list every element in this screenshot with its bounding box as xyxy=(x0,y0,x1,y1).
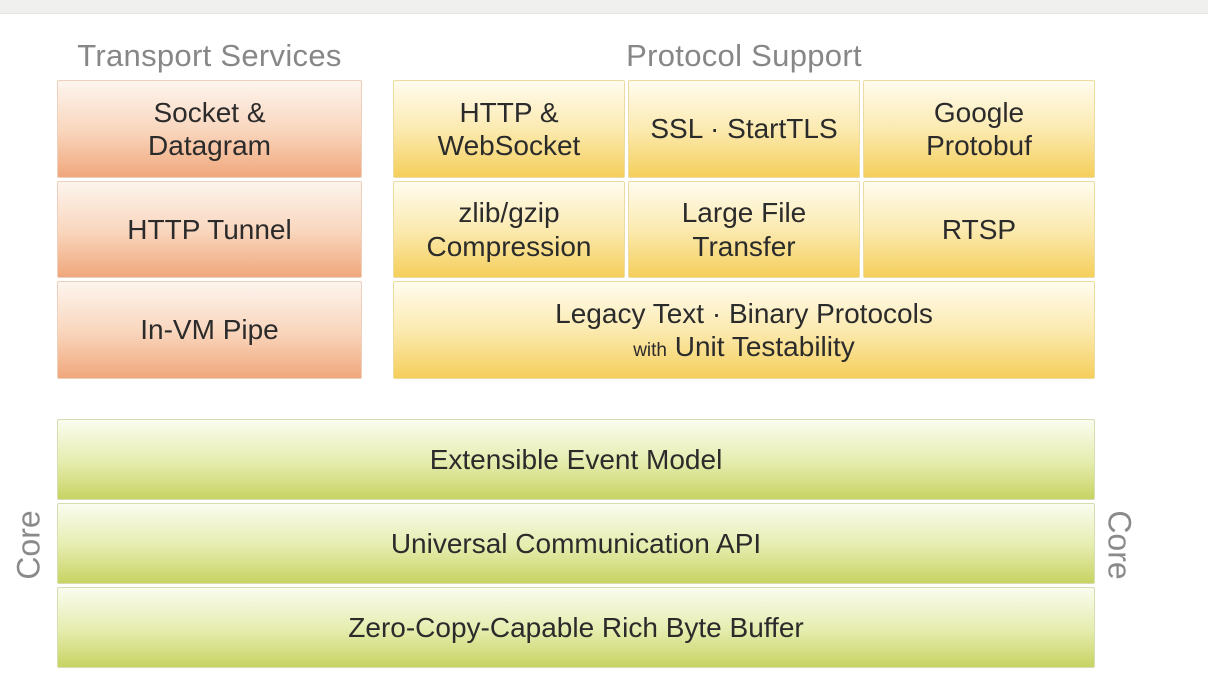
core-box-zero-copy-byte-buffer: Zero-Copy-Capable Rich Byte Buffer xyxy=(57,587,1095,668)
protocol-box-rtsp: RTSP xyxy=(863,181,1095,278)
core-label-left: Core xyxy=(10,510,47,580)
legacy-line2: with Unit Testability xyxy=(555,330,933,363)
window-top-strip xyxy=(0,0,1208,14)
box-label: Socket & Datagram xyxy=(148,96,271,161)
box-label: In-VM Pipe xyxy=(140,314,279,346)
box-label: Universal Communication API xyxy=(390,527,762,559)
box-label: Google Protobuf xyxy=(926,96,1032,161)
box-label: HTTP & WebSocket xyxy=(437,96,581,161)
protocol-box-large-file-transfer: Large File Transfer xyxy=(628,181,860,278)
box-label: RTSP xyxy=(941,213,1017,245)
protocol-box-http-websocket: HTTP & WebSocket xyxy=(393,80,625,178)
transport-box-http-tunnel: HTTP Tunnel xyxy=(57,181,362,278)
transport-box-in-vm-pipe: In-VM Pipe xyxy=(57,281,362,379)
box-label: Extensible Event Model xyxy=(429,443,723,475)
transport-box-socket-datagram: Socket & Datagram xyxy=(57,80,362,178)
legacy-line1: Legacy Text · Binary Protocols xyxy=(555,297,933,329)
protocol-box-zlib-gzip-compression: zlib/gzip Compression xyxy=(393,181,625,278)
transport-services-heading: Transport Services xyxy=(77,38,342,73)
legacy-protocols-text: Legacy Text · Binary Protocols with Unit… xyxy=(555,297,933,363)
protocol-box-google-protobuf: Google Protobuf xyxy=(863,80,1095,178)
protocol-box-ssl-starttls: SSL · StartTLS xyxy=(628,80,860,178)
legacy-line2-main: Unit Testability xyxy=(674,331,855,362)
core-box-universal-communication-api: Universal Communication API xyxy=(57,503,1095,584)
box-label: Zero-Copy-Capable Rich Byte Buffer xyxy=(348,611,804,643)
box-label: zlib/gzip Compression xyxy=(426,197,592,262)
box-label: Large File Transfer xyxy=(681,197,807,262)
box-label: SSL · StartTLS xyxy=(650,113,838,145)
core-box-extensible-event-model: Extensible Event Model xyxy=(57,419,1095,500)
protocol-support-heading: Protocol Support xyxy=(626,38,862,73)
protocol-box-legacy-protocols: Legacy Text · Binary Protocols with Unit… xyxy=(393,281,1095,379)
core-label-right: Core xyxy=(1101,510,1138,580)
box-label: HTTP Tunnel xyxy=(127,213,292,245)
legacy-line2-small-word: with xyxy=(633,340,667,361)
